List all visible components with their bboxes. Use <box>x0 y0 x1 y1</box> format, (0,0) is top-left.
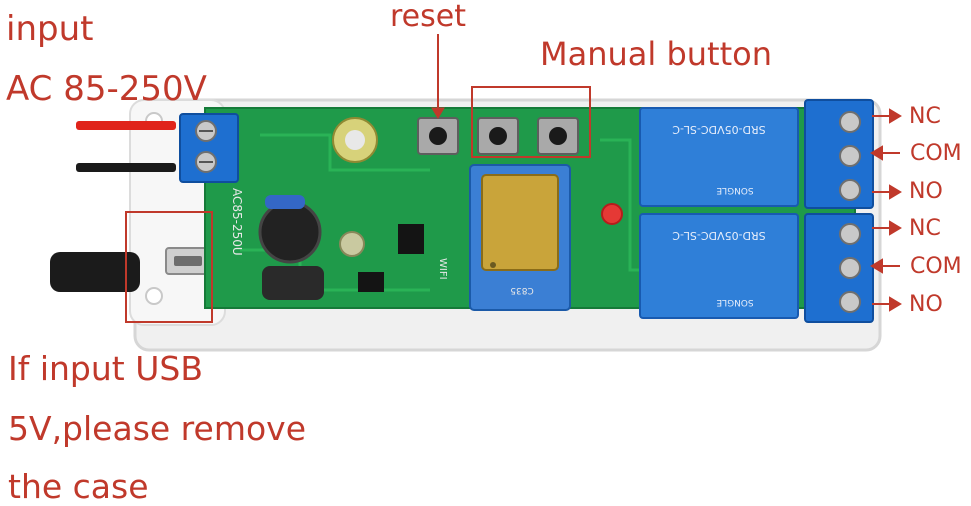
power-marking: AC85-250U <box>230 188 244 256</box>
ac-range-label: AC 85-250V <box>6 69 207 109</box>
input-terminal-block <box>179 113 239 183</box>
usb-note-line-1: If input USB <box>8 349 203 388</box>
usb-note-line-3: the case <box>8 467 149 506</box>
usb-note-line-2: 5V,please remove <box>8 409 306 448</box>
status-led <box>601 203 623 225</box>
relay1-terminal-block <box>804 99 874 209</box>
red-wire <box>76 121 176 130</box>
relay1-brand: SONGLE <box>716 185 754 195</box>
usb-port-highlight <box>125 211 213 323</box>
relay1-nc-label: NC <box>909 104 941 129</box>
relay1-com-label: COM <box>910 141 962 166</box>
screw-hole-bottom-left <box>145 287 163 305</box>
relay-1 <box>639 107 799 207</box>
reset-arrow <box>431 34 445 119</box>
relay2-brand: SONGLE <box>716 297 754 307</box>
module-marking: C835 <box>510 285 533 295</box>
relay2-no-label: NO <box>909 292 943 317</box>
small-capacitor <box>339 231 365 257</box>
inductor <box>258 200 322 264</box>
manual-button-highlight <box>471 86 591 158</box>
relay1-marking: SRD-05VDC-SL-C <box>672 123 766 136</box>
wifi-marking: WIFI <box>437 258 448 280</box>
black-wire <box>76 163 176 172</box>
usb-cable <box>50 252 140 292</box>
manual-button-label: Manual button <box>540 35 772 73</box>
relay2-marking: SRD-05VDC-SL-C <box>672 229 766 242</box>
input-label: input <box>6 9 94 49</box>
reset-label: reset <box>390 0 466 34</box>
terminal-arrows <box>870 108 902 312</box>
relay2-com-label: COM <box>910 254 962 279</box>
relay-2 <box>639 213 799 319</box>
coil <box>262 266 324 300</box>
relay1-no-label: NO <box>909 179 943 204</box>
relay2-nc-label: NC <box>909 216 941 241</box>
